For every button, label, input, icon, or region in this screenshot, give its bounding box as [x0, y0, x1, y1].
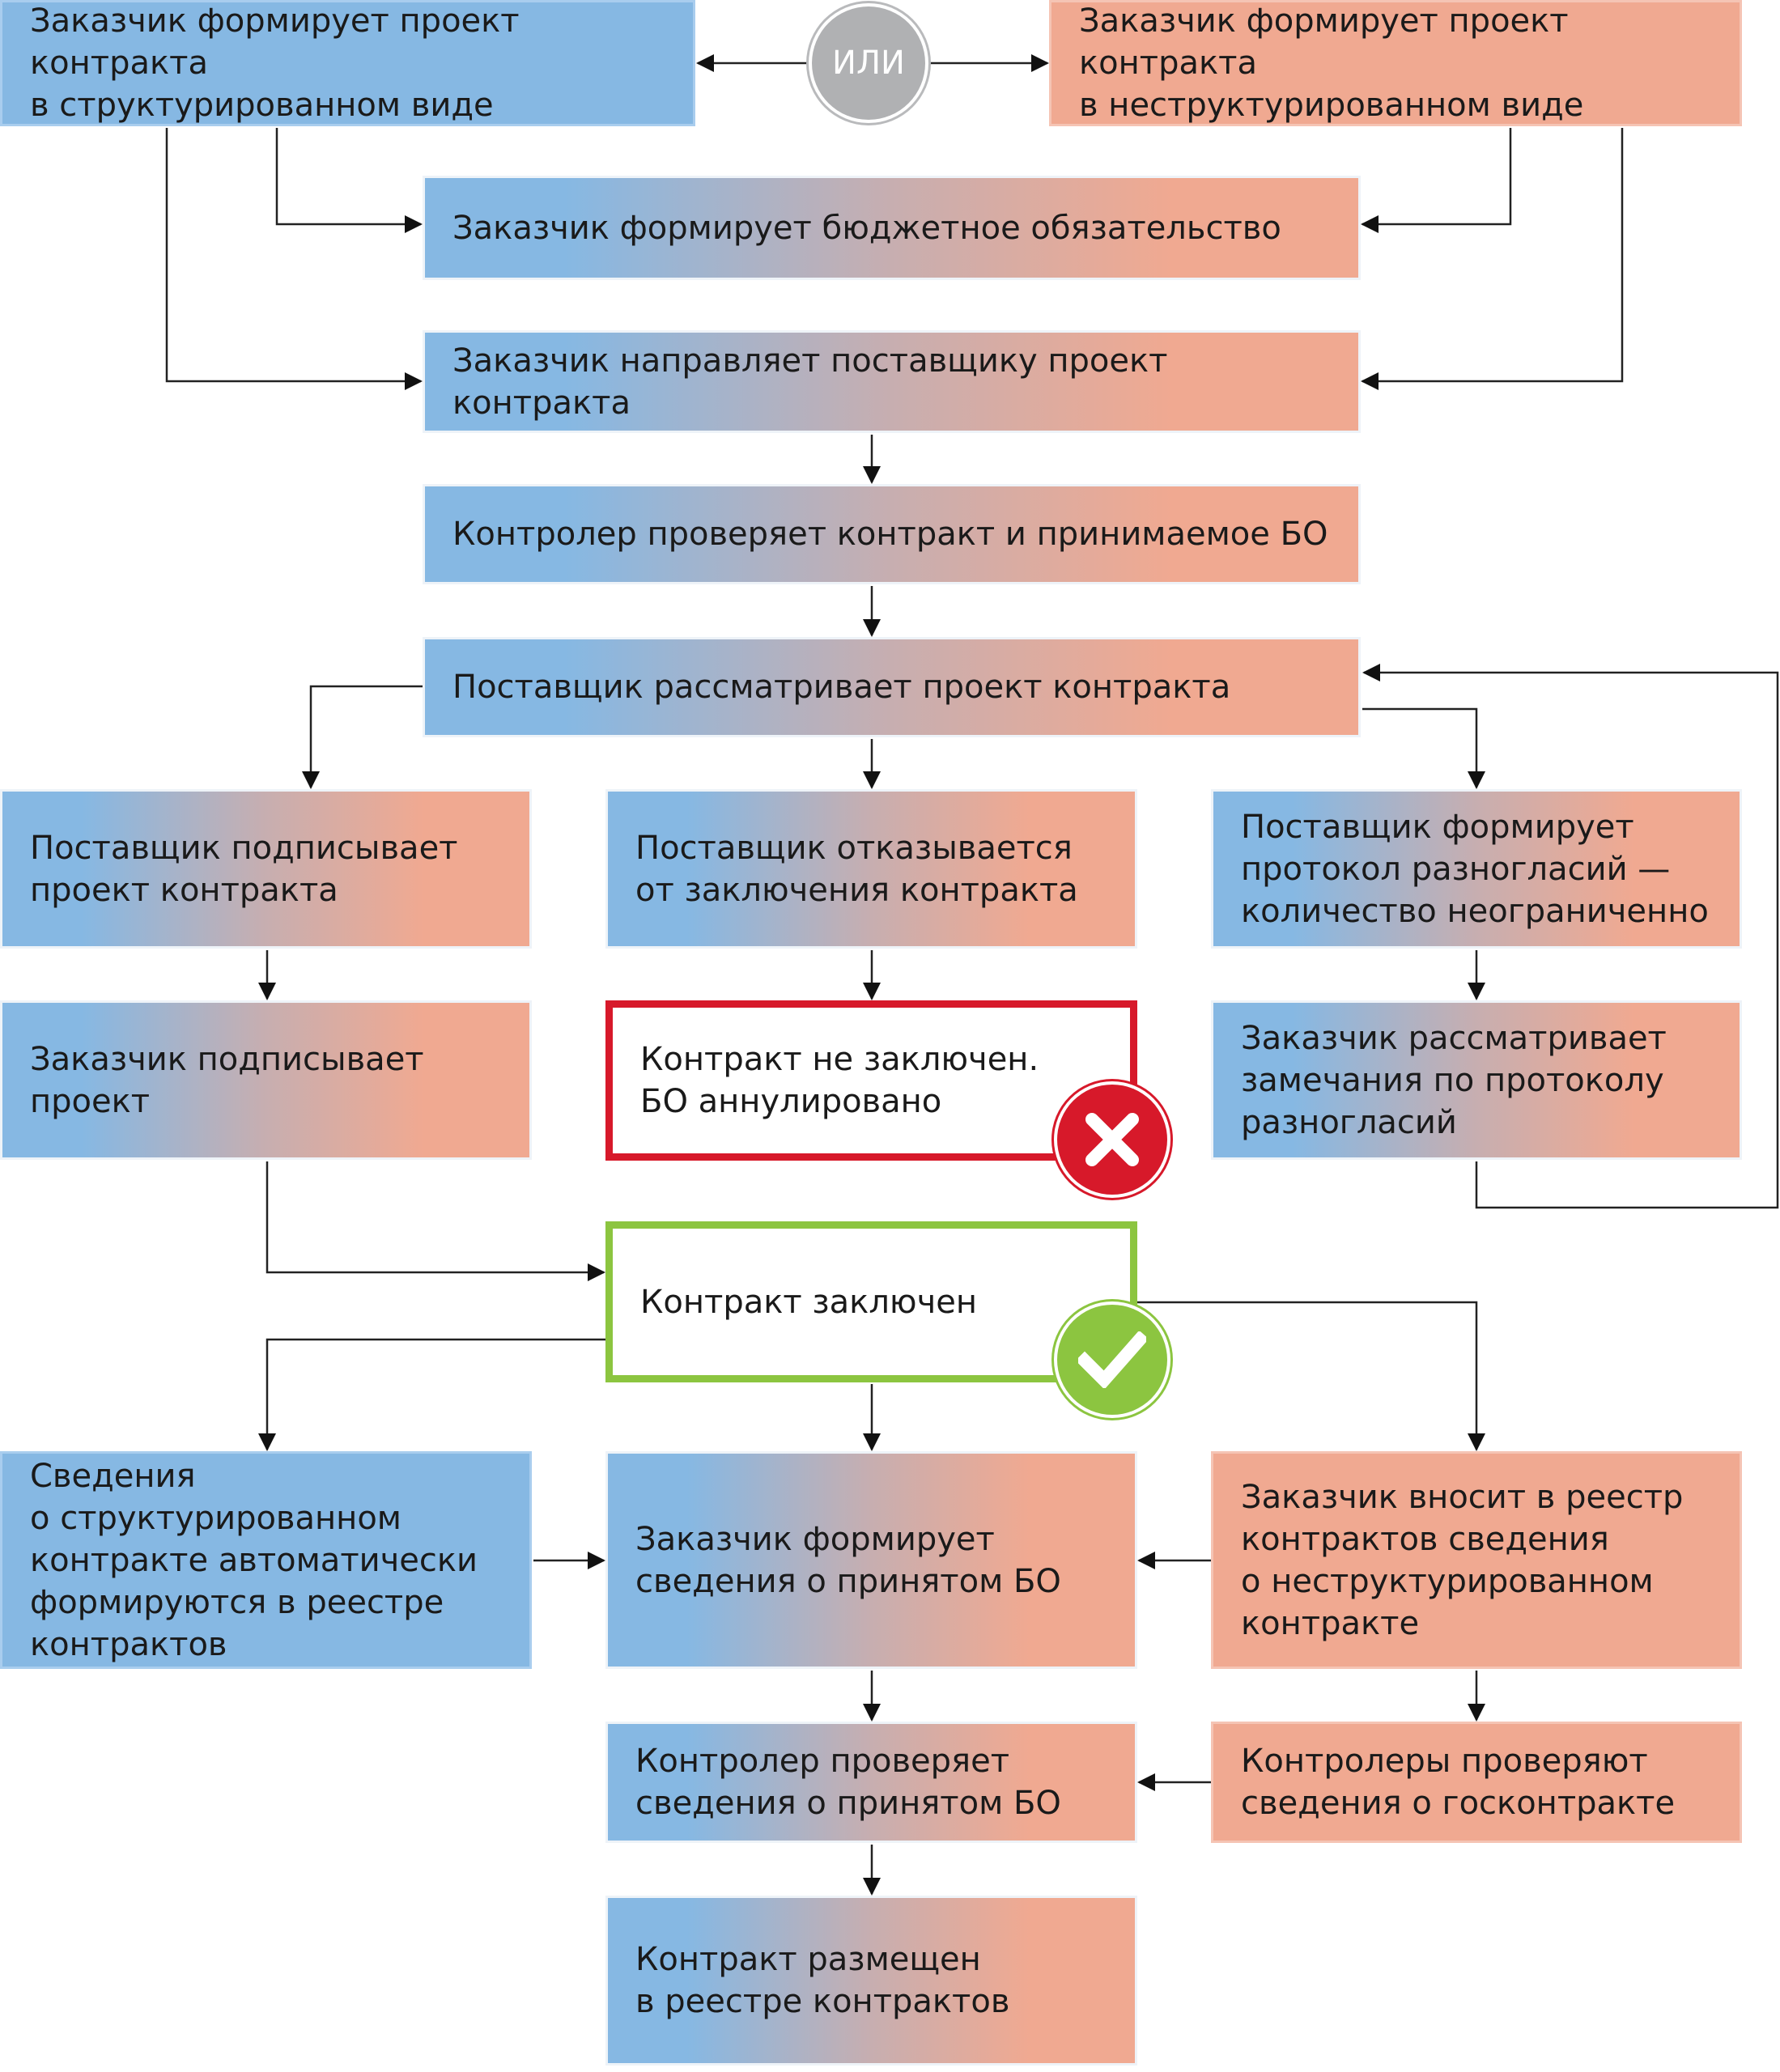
node-label: Заказчик формирует проект контракта в не…: [1079, 2, 1584, 124]
arrow-concluded-to-auto-registry: [258, 1338, 605, 1451]
arrow-customer-sign-to-concluded: [266, 1161, 605, 1281]
node-customer-accepted-bo: Заказчик формирует сведения о принятом Б…: [605, 1451, 1137, 1669]
node-label: Поставщик рассматривает проект контракта: [452, 669, 1231, 706]
node-label: Контролер проверяет контракт и принимаем…: [452, 516, 1328, 553]
node-unstructured-draft: Заказчик формирует проект контракта в не…: [1049, 0, 1742, 126]
node-customer-registry-unstructured: Заказчик вносит в реестр контрактов свед…: [1211, 1451, 1742, 1669]
node-disagreement-protocol: Поставщик формирует протокол разногласий…: [1211, 789, 1742, 949]
node-label: Заказчик направляет поставщику проект ко…: [452, 342, 1168, 422]
node-label: Сведения о структурированном контракте а…: [30, 1457, 478, 1663]
node-controller-checks-bo-info: Контролер проверяет сведения о принятом …: [605, 1722, 1137, 1843]
node-concluded: Контракт заключен: [605, 1221, 1137, 1382]
node-label: Заказчик подписывает проект: [30, 1040, 424, 1120]
node-label: Контролер проверяет сведения о принятом …: [635, 1743, 1061, 1822]
cross-icon: [1057, 1085, 1167, 1195]
node-structured-registry-auto: Сведения о структурированном контракте а…: [0, 1451, 532, 1669]
node-not-concluded: Контракт не заключен. БО аннулировано: [605, 1000, 1137, 1161]
node-structured-draft: Заказчик формирует проект контракта в ст…: [0, 0, 695, 126]
node-label: Поставщик отказывается от заключения кон…: [635, 829, 1078, 909]
arrow-structured-to-budget: [275, 128, 423, 233]
node-controller-check: Контролер проверяет контракт и принимаем…: [423, 484, 1361, 584]
arrow-unstructured-to-budget: [1361, 128, 1512, 233]
node-send-to-supplier: Заказчик направляет поставщику проект ко…: [423, 330, 1361, 433]
node-contract-published: Контракт размещен в реестре контрактов: [605, 1896, 1137, 2066]
node-customer-signs: Заказчик подписывает проект: [0, 1000, 532, 1160]
or-node: ИЛИ: [812, 6, 925, 120]
arrow-review-to-sign: [302, 685, 423, 789]
or-node-label: ИЛИ: [832, 45, 905, 82]
arrow-structured-to-send: [165, 128, 423, 390]
node-supplier-refuses: Поставщик отказывается от заключения кон…: [605, 789, 1137, 949]
arrow-concluded-to-unstructured-registry: [1137, 1301, 1485, 1451]
node-controllers-check-gov-contract: Контролеры проверяют сведения о госконтр…: [1211, 1722, 1742, 1843]
node-customer-reviews-remarks: Заказчик рассматривает замечания по прот…: [1211, 1000, 1742, 1160]
node-label: Поставщик подписывает проект контракта: [30, 829, 458, 909]
node-label: Контролеры проверяют сведения о госконтр…: [1241, 1743, 1676, 1822]
node-label: Заказчик формирует проект контракта в ст…: [30, 2, 520, 124]
checkmark-icon: [1057, 1305, 1167, 1415]
node-label: Заказчик формирует сведения о принятом Б…: [635, 1520, 1061, 1600]
node-label: Заказчик формирует бюджетное обязательст…: [452, 209, 1281, 247]
node-label: Контракт не заключен. БО аннулировано: [640, 1041, 1039, 1120]
node-budget-obligation: Заказчик формирует бюджетное обязательст…: [423, 176, 1361, 280]
arrow-unstructured-to-send: [1361, 128, 1624, 390]
node-supplier-signs: Поставщик подписывает проект контракта: [0, 789, 532, 949]
node-label: Поставщик формирует протокол разногласий…: [1241, 808, 1709, 930]
node-label: Заказчик рассматривает замечания по прот…: [1241, 1019, 1667, 1141]
node-label: Заказчик вносит в реестр контрактов свед…: [1241, 1478, 1684, 1642]
arrow-remarks-loop-back: [1362, 664, 1779, 1209]
node-label: Контракт заключен: [640, 1283, 977, 1321]
node-label: Контракт размещен в реестре контрактов: [635, 1941, 1010, 2020]
node-supplier-reviews: Поставщик рассматривает проект контракта: [423, 637, 1361, 737]
arrow-review-to-protocol: [1362, 707, 1485, 789]
